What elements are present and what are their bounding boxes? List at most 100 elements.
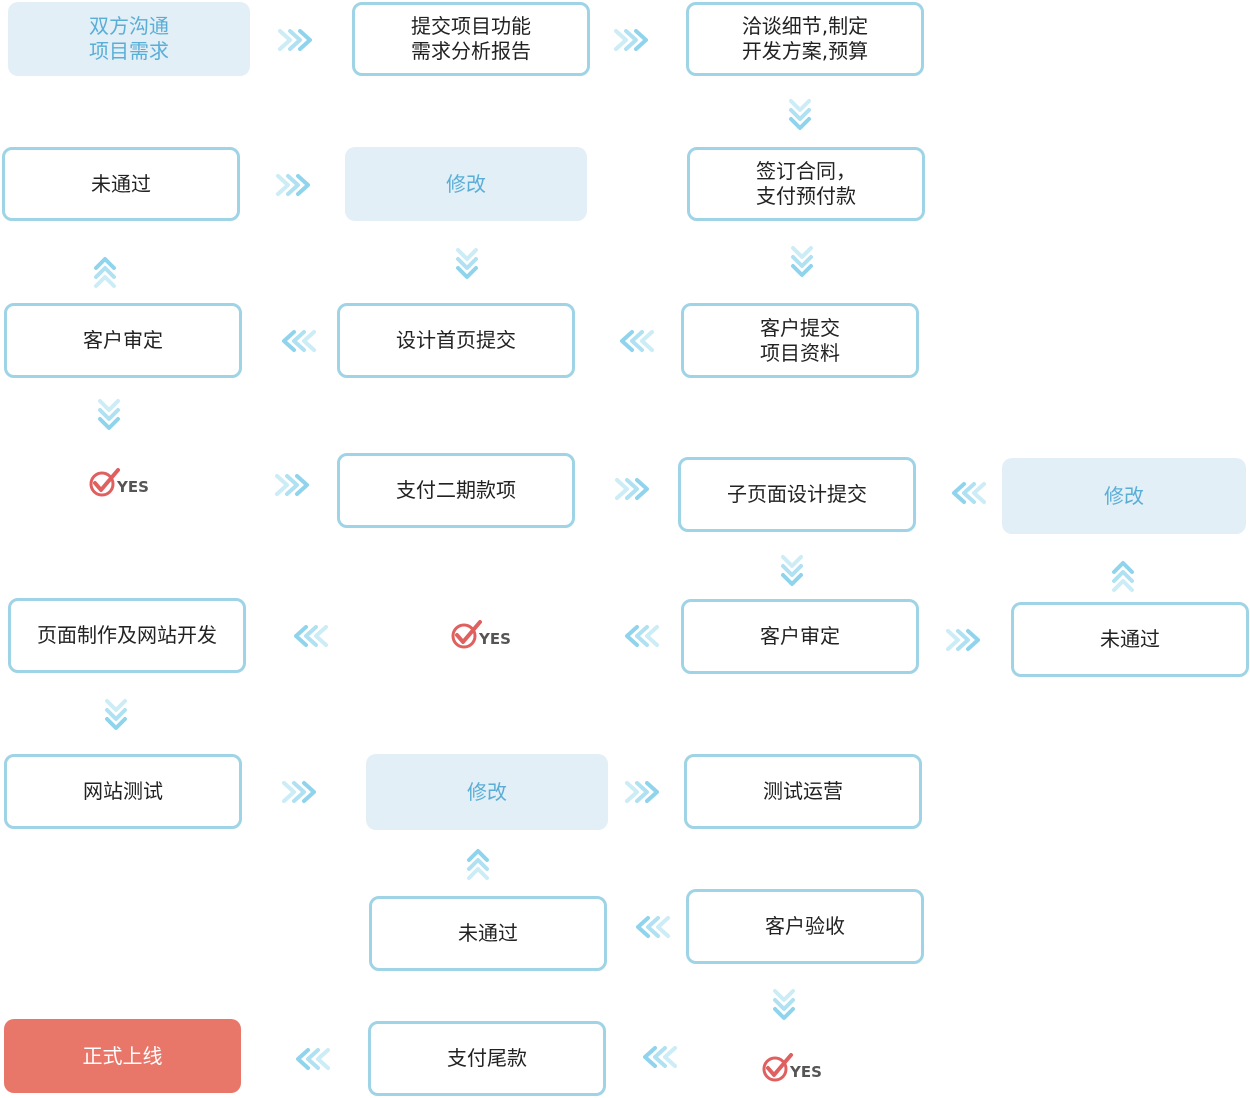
chevron-right-icon [625, 781, 659, 803]
chevron-right-icon [275, 474, 309, 496]
chevron-stroke [956, 629, 970, 651]
chevron-stroke [624, 29, 638, 51]
chevron-left-icon [643, 1046, 677, 1068]
chevron-right-icon [614, 29, 648, 51]
chevron-stroke [635, 625, 649, 647]
chevron-stroke [98, 417, 120, 430]
chevron-stroke [791, 246, 813, 259]
chevron-stroke [773, 998, 795, 1011]
chevron-stroke [286, 174, 300, 196]
arrow-left-icon [282, 624, 330, 648]
arrow-left-icon [608, 329, 656, 353]
chevron-down-icon [791, 246, 813, 277]
chevron-stroke [781, 555, 803, 568]
chevron-up-icon [1112, 561, 1134, 592]
arrow-right-icon [944, 628, 992, 652]
chevron-down-icon [789, 99, 811, 130]
step-submit-report: 提交项目功能 需求分析报告 [352, 2, 590, 76]
arrow-down-icon [790, 244, 814, 284]
chevron-down-icon [456, 248, 478, 279]
chevron-stroke [625, 625, 639, 647]
check-mark-icon [89, 468, 120, 497]
chevron-down-icon [781, 555, 803, 586]
chevron-stroke [467, 849, 489, 862]
chevron-stroke [789, 99, 811, 112]
arrow-left-icon [624, 915, 672, 939]
chevron-left-icon [294, 625, 328, 647]
chevron-up-icon [467, 849, 489, 880]
chevron-stroke [98, 399, 120, 412]
arrow-left-icon [631, 1045, 679, 1069]
chevron-right-icon [276, 174, 310, 196]
chevron-stroke [614, 29, 628, 51]
chevron-up-icon [94, 257, 116, 288]
chevron-stroke [285, 474, 299, 496]
chevron-stroke [456, 257, 478, 270]
chevron-stroke [98, 408, 120, 421]
chevron-stroke [791, 264, 813, 277]
chevron-stroke [302, 781, 316, 803]
chevron-down-icon [105, 699, 127, 730]
chevron-stroke [653, 1046, 667, 1068]
chevron-stroke [296, 1048, 310, 1070]
chevron-stroke [282, 330, 296, 352]
approved-badge: YES [450, 618, 512, 652]
chevron-stroke [278, 29, 292, 51]
chevron-left-icon [296, 1048, 330, 1070]
chevron-stroke [946, 629, 960, 651]
step-revise-1: 修改 [345, 147, 587, 221]
chevron-stroke [467, 867, 489, 880]
chevron-stroke [791, 255, 813, 268]
chevron-stroke [635, 781, 649, 803]
arrow-down-icon [455, 246, 479, 286]
chevron-stroke [288, 29, 302, 51]
chevron-stroke [952, 482, 966, 504]
step-revise-2: 修改 [1002, 458, 1246, 534]
step-page-production: 页面制作及网站开发 [8, 598, 246, 673]
arrow-left-icon [613, 624, 661, 648]
chevron-stroke [640, 330, 654, 352]
chevron-left-icon [952, 482, 986, 504]
chevron-stroke [789, 117, 811, 130]
chevron-stroke [105, 708, 127, 721]
yes-label: YES [117, 478, 149, 496]
step-pay-final: 支付尾款 [368, 1021, 606, 1096]
chevron-stroke [94, 275, 116, 288]
step-discuss-plan: 洽谈细节,制定 开发方案,预算 [686, 2, 924, 76]
chevron-stroke [306, 1048, 320, 1070]
chevron-stroke [962, 482, 976, 504]
chevron-stroke [282, 781, 296, 803]
chevron-stroke [634, 29, 648, 51]
step-client-review-2: 客户审定 [681, 599, 919, 674]
approved-badge: YES [761, 1051, 823, 1085]
chevron-right-icon [282, 781, 316, 803]
chevron-left-icon [282, 330, 316, 352]
arrow-right-icon [612, 28, 660, 52]
arrow-right-icon [273, 473, 321, 497]
chevron-stroke [314, 625, 328, 647]
chevron-right-icon [946, 629, 980, 651]
chevron-stroke [456, 266, 478, 279]
chevron-stroke [663, 1046, 677, 1068]
arrow-right-icon [613, 477, 661, 501]
check-mark-icon [451, 620, 482, 649]
chevron-stroke [294, 625, 308, 647]
arrow-down-icon [104, 697, 128, 737]
chevron-stroke [105, 699, 127, 712]
chevron-down-icon [773, 989, 795, 1020]
chevron-stroke [635, 478, 649, 500]
arrow-left-icon [940, 481, 988, 505]
step-subpage-design: 子页面设计提交 [678, 457, 916, 532]
chevron-left-icon [636, 916, 670, 938]
chevron-stroke [773, 989, 795, 1002]
step-rejected-1: 未通过 [2, 147, 240, 221]
chevron-left-icon [620, 330, 654, 352]
step-design-home: 设计首页提交 [337, 303, 575, 378]
chevron-stroke [1112, 579, 1134, 592]
chevron-stroke [1112, 561, 1134, 574]
approved-badge: YES [88, 466, 150, 500]
yes-label: YES [790, 1063, 822, 1081]
chevron-stroke [94, 257, 116, 270]
chevron-left-icon [625, 625, 659, 647]
arrow-left-icon [270, 329, 318, 353]
